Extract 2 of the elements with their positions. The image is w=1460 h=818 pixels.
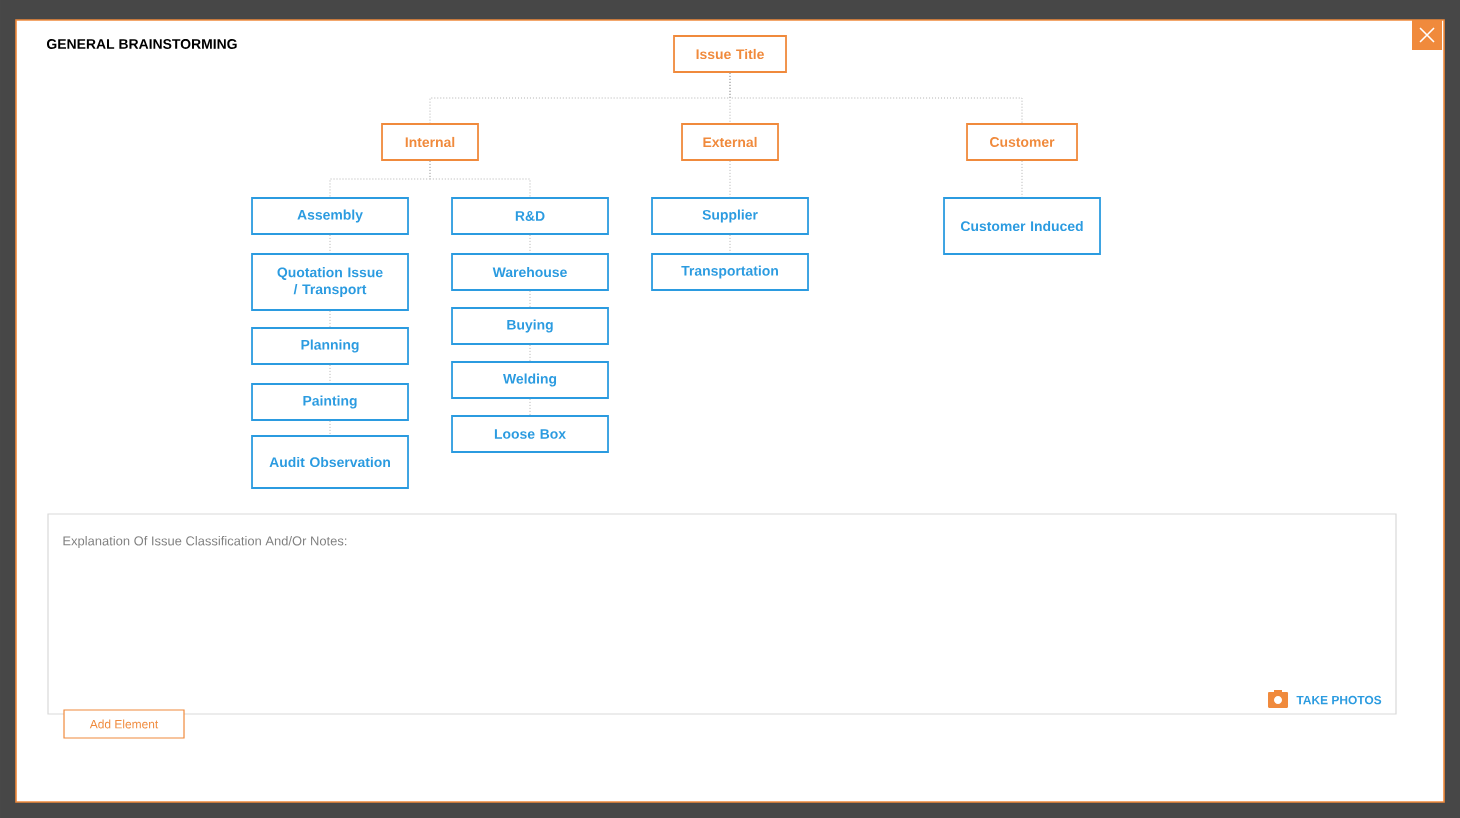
connector-line	[729, 72, 1023, 124]
connector-line	[429, 160, 531, 198]
